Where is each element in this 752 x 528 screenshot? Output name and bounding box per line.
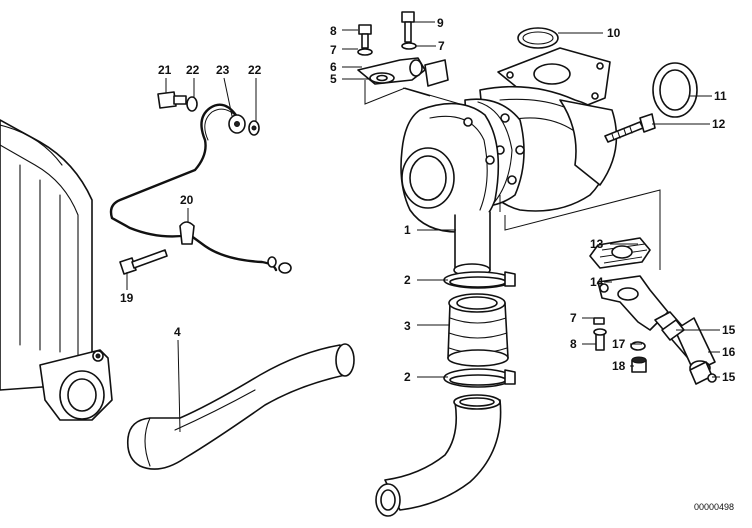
callout-7-left: 7 (330, 43, 337, 57)
callout-20: 20 (180, 193, 194, 207)
callout-5: 5 (330, 72, 337, 86)
callout-6: 6 (330, 60, 337, 74)
gasket-ring-11 (652, 62, 698, 118)
callout-8-lower: 8 (570, 337, 577, 351)
callout-17: 17 (612, 337, 626, 351)
turbocharger (400, 47, 618, 277)
callout-9: 9 (437, 16, 444, 30)
rubber-coupling-3 (447, 293, 509, 367)
callout-11: 11 (714, 89, 727, 103)
callout-22-left: 22 (186, 63, 200, 77)
hose-clamp-upper (443, 271, 516, 289)
diagram-reference-number: 00000498 (694, 502, 734, 512)
callout-2-upper: 2 (404, 273, 411, 287)
callout-2-lower: 2 (404, 370, 411, 384)
callout-21: 21 (158, 63, 172, 77)
hose-clamp-lower (443, 368, 516, 388)
callout-12: 12 (712, 117, 726, 131)
elbow-pipe (375, 394, 502, 517)
callout-16: 16 (722, 345, 736, 359)
bracket-assembly (357, 11, 426, 85)
callout-1: 1 (404, 223, 411, 237)
oil-return-assembly (589, 237, 717, 385)
callout-14: 14 (590, 275, 604, 289)
intake-hose-4 (126, 343, 355, 470)
callout-13: 13 (590, 237, 604, 251)
callout-18: 18 (612, 359, 626, 373)
callout-23: 23 (216, 63, 230, 77)
intercooler (0, 119, 113, 421)
stud-12 (604, 113, 656, 143)
callout-4: 4 (174, 325, 181, 339)
callout-22-right: 22 (248, 63, 262, 77)
explosion-lines (364, 80, 661, 270)
gasket-10 (517, 27, 559, 49)
callout-numbers: 1 2 3 2 4 5 6 7 8 9 7 10 11 12 13 14 7 8… (120, 16, 736, 384)
callout-8-top: 8 (330, 24, 337, 38)
callout-7-right: 7 (438, 39, 445, 53)
callout-15-upper: 15 (722, 323, 736, 337)
oil-feed-line (109, 91, 292, 275)
callout-7-lower: 7 (570, 311, 577, 325)
callout-19: 19 (120, 291, 134, 305)
callout-leaders (126, 21, 720, 433)
callout-15-lower: 15 (722, 370, 736, 384)
callout-3: 3 (404, 319, 411, 333)
callout-10: 10 (607, 26, 621, 40)
